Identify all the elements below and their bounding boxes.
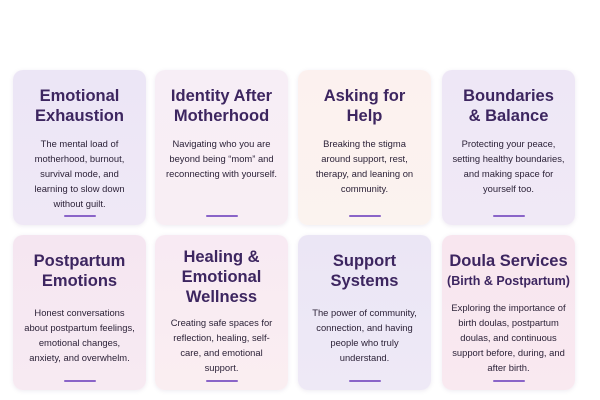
card-title: Healing & Emotional Wellness [181,248,262,306]
card-title: Boundaries & Balance [463,87,554,125]
topic-card-identity-after-motherhood: Identity After Motherhood Navigating who… [155,70,288,225]
card-subtitle: (Birth & Postpartum) [447,274,570,288]
topic-card-doula-services: Doula Services (Birth & Postpartum) Expl… [442,235,575,390]
card-description: Honest conversations about postpartum fe… [24,307,135,363]
card-title: Emotional Exhaustion [35,87,124,125]
card-description: Exploring the importance of birth doulas… [451,302,566,373]
topic-card-asking-for-help: Asking for Help Breaking the stigma arou… [298,70,431,225]
card-divider [63,215,96,217]
card-description: The power of community, connection, and … [312,307,417,363]
card-description: The mental load of motherhood, burnout, … [34,138,125,209]
card-divider [205,215,238,217]
card-divider [492,215,525,217]
card-title: Support Systems [330,252,399,290]
card-description: Creating safe spaces for reflection, hea… [170,317,273,373]
card-title: Identity After Motherhood [170,87,273,125]
topic-card-emotional-exhaustion: Emotional Exhaustion The mental load of … [13,70,146,225]
card-divider [348,215,381,217]
card-title-main: Doula Services [449,252,568,270]
card-description: Navigating who you are beyond being “mom… [166,138,277,179]
card-description: Breaking the stigma around support, rest… [315,138,414,194]
card-divider [348,380,381,382]
card-title: Asking for Help [323,87,406,125]
topic-card-support-systems: Support Systems The power of community, … [298,235,431,390]
card-divider [63,380,96,382]
card-title: Doula Services (Birth & Postpartum) [446,251,571,290]
card-divider [205,380,238,382]
card-divider [492,380,525,382]
card-description: Protecting your peace, setting healthy b… [452,138,565,194]
topic-card-postpartum-emotions: Postpartum Emotions Honest conversations… [13,235,146,390]
card-title: Postpartum Emotions [33,252,126,290]
topic-card-healing-emotional-wellness: Healing & Emotional Wellness Creating sa… [155,235,288,390]
topic-card-boundaries-balance: Boundaries & Balance Protecting your pea… [442,70,575,225]
